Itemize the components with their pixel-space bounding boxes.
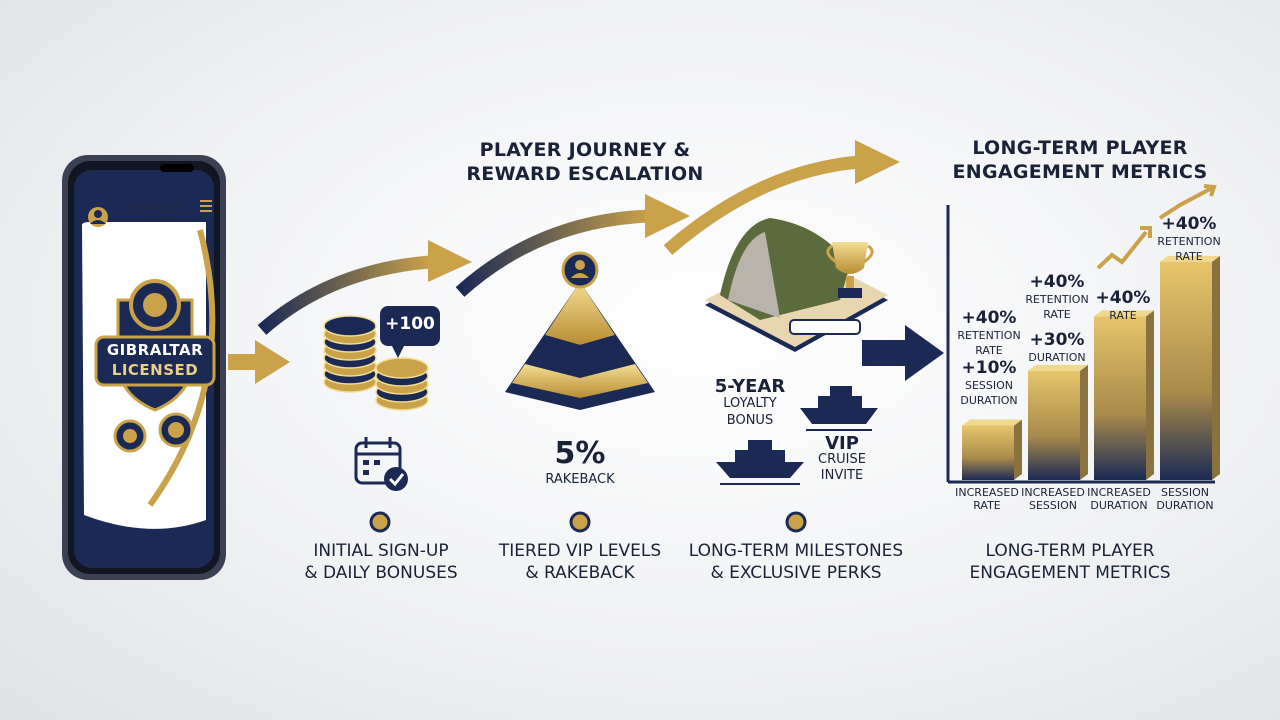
phone-status-time: 5:21 [98, 184, 116, 193]
metric-label: RETENTION [957, 329, 1021, 342]
chart-bar [962, 425, 1014, 480]
page-title: PLAYER JOURNEY & REWARD ESCALATION [460, 138, 710, 186]
bar-category-label: INCREASED RATE [952, 486, 1022, 512]
bar-category-label: SESSION DURATION [1150, 486, 1220, 512]
chart-bar-top [962, 419, 1022, 426]
rakeback-value: 5% [554, 436, 606, 471]
chart-bar-side [1212, 255, 1220, 480]
stage3-label-line2: & EXCLUSIVE PERKS [710, 563, 882, 583]
island-illustration [705, 218, 888, 352]
stage3-label: LONG-TERM MILESTONES & EXCLUSIVE PERKS [681, 540, 911, 584]
stage2-label-line2: & RAKEBACK [525, 563, 635, 583]
bar-category-label: INCREASED DURATION [1084, 486, 1154, 512]
bonus-bubble-text: +100 [385, 314, 435, 334]
loyalty-bonus-line1: 5-YEAR [714, 376, 786, 397]
bar-category-line: INCREASED [1087, 486, 1151, 499]
metric-pct: +10% [961, 358, 1017, 378]
metric-pct: +40% [1029, 272, 1085, 292]
metric-pct: +40% [961, 308, 1017, 328]
metric-label: SESSION [964, 379, 1014, 392]
chart-bar-side [1146, 310, 1154, 480]
metric-annotation-bar1: +40% RETENTION RATE +10% SESSION DURATIO… [950, 308, 1028, 408]
metric-annotation-bar3: +40% RATE [1084, 288, 1162, 323]
poker-chip [375, 357, 429, 379]
metric-label: DURATION [960, 394, 1018, 407]
chart-bar [1028, 370, 1080, 480]
metric-annotation-bar4: +40% RETENTION RATE [1150, 214, 1228, 264]
metric-annotation-bar2: +40% RETENTION RATE +30% DURATION [1018, 272, 1096, 365]
metric-pct: +40% [1161, 214, 1217, 234]
metric-pct: +40% [1095, 288, 1151, 308]
metrics-title-line2: ENGAGEMENT METRICS [952, 161, 1208, 183]
stage4-label-line1: LONG-TERM PLAYER [985, 541, 1155, 561]
phone-illustration [62, 155, 226, 580]
license-badge-line1: GIBRALTAR [106, 341, 204, 359]
trophy-icon [826, 242, 874, 298]
license-badge: GIBRALTAR LICENSED [96, 340, 214, 380]
stage1-label: INITIAL SIGN-UP & DAILY BONUSES [266, 540, 496, 584]
timeline [302, 511, 1215, 533]
poker-chip [323, 315, 377, 337]
stage3-label-line1: LONG-TERM MILESTONES [688, 541, 904, 561]
vip-cruise-line3: INVITE [820, 468, 864, 483]
chart-bar [1094, 316, 1146, 480]
timeline-node-stage1 [369, 511, 391, 533]
stage2-label: TIERED VIP LEVELS & RAKEBACK [465, 540, 695, 584]
page-title-line2: REWARD ESCALATION [466, 163, 704, 185]
bar-category-line: INCREASED [955, 486, 1019, 499]
metric-label: DURATION [1028, 351, 1086, 364]
chart-axes [946, 205, 1215, 484]
trend-arrows [1096, 184, 1217, 270]
journey-arrows [257, 140, 944, 381]
metric-label: RETENTION [1157, 235, 1221, 248]
bar-category-line: RATE [973, 499, 1001, 512]
chart-bar-top [1160, 255, 1220, 262]
calendar-check-icon [354, 437, 408, 491]
stage2-label-line1: TIERED VIP LEVELS [498, 541, 662, 561]
chart-bar-top [1028, 364, 1088, 371]
metric-pct: +30% [1029, 330, 1085, 350]
bar-category-line: SESSION [1160, 486, 1210, 499]
metric-label: RATE [1043, 308, 1071, 321]
chart-bars [962, 255, 1220, 480]
phone-brand-name: GIBRALTAR [126, 204, 182, 214]
stage4-label-line2: ENGAGEMENT METRICS [969, 563, 1171, 583]
yacht-icon [716, 440, 804, 485]
stage1-label-line1: INITIAL SIGN-UP [313, 541, 449, 561]
chart-bar-top [1094, 310, 1154, 317]
metric-label: RATE [1175, 250, 1203, 263]
metric-label: RATE [1109, 309, 1137, 322]
vip-cruise-text: VIP CRUISE INVITE [802, 433, 882, 484]
stage1-label-line2: & DAILY BONUSES [304, 563, 458, 583]
loyalty-bonus-line3: BONUS [726, 413, 774, 428]
cruise-ship-icon [800, 386, 878, 431]
chart-bar-side [1014, 419, 1022, 480]
vip-cruise-line2: CRUISE [818, 452, 866, 467]
metric-label: RETENTION [1025, 293, 1089, 306]
vip-pyramid-illustration [505, 251, 655, 410]
chart-bar [1160, 261, 1212, 480]
chip-stack-illustration [323, 306, 440, 411]
vip-cruise-line1: VIP [825, 433, 859, 454]
loyalty-bonus-text: 5-YEAR LOYALTY BONUS [700, 378, 800, 429]
metric-label: RATE [975, 344, 1003, 357]
metrics-title-line1: LONG-TERM PLAYER [972, 137, 1188, 159]
phone-brand-subtitle: STUD [142, 214, 162, 222]
bar-category-label: INCREASED SESSION [1018, 486, 1088, 512]
bar-category-line: DURATION [1090, 499, 1148, 512]
stage4-label: LONG-TERM PLAYER ENGAGEMENT METRICS [955, 540, 1185, 584]
bar-category-line: DURATION [1156, 499, 1214, 512]
bar-category-line: SESSION [1028, 499, 1078, 512]
page-title-line1: PLAYER JOURNEY & [479, 139, 691, 161]
license-badge-line2: LICENSED [111, 361, 199, 379]
chart-bar-side [1080, 364, 1088, 480]
loyalty-bonus-line2: LOYALTY [723, 396, 777, 411]
timeline-node-stage2 [569, 511, 591, 533]
bar-category-line: INCREASED [1021, 486, 1085, 499]
metrics-title: LONG-TERM PLAYER ENGAGEMENT METRICS [935, 136, 1225, 184]
rakeback-label: RAKEBACK [545, 472, 615, 487]
arrow-phone-to-stage1 [228, 340, 290, 384]
timeline-node-stage3 [785, 511, 807, 533]
